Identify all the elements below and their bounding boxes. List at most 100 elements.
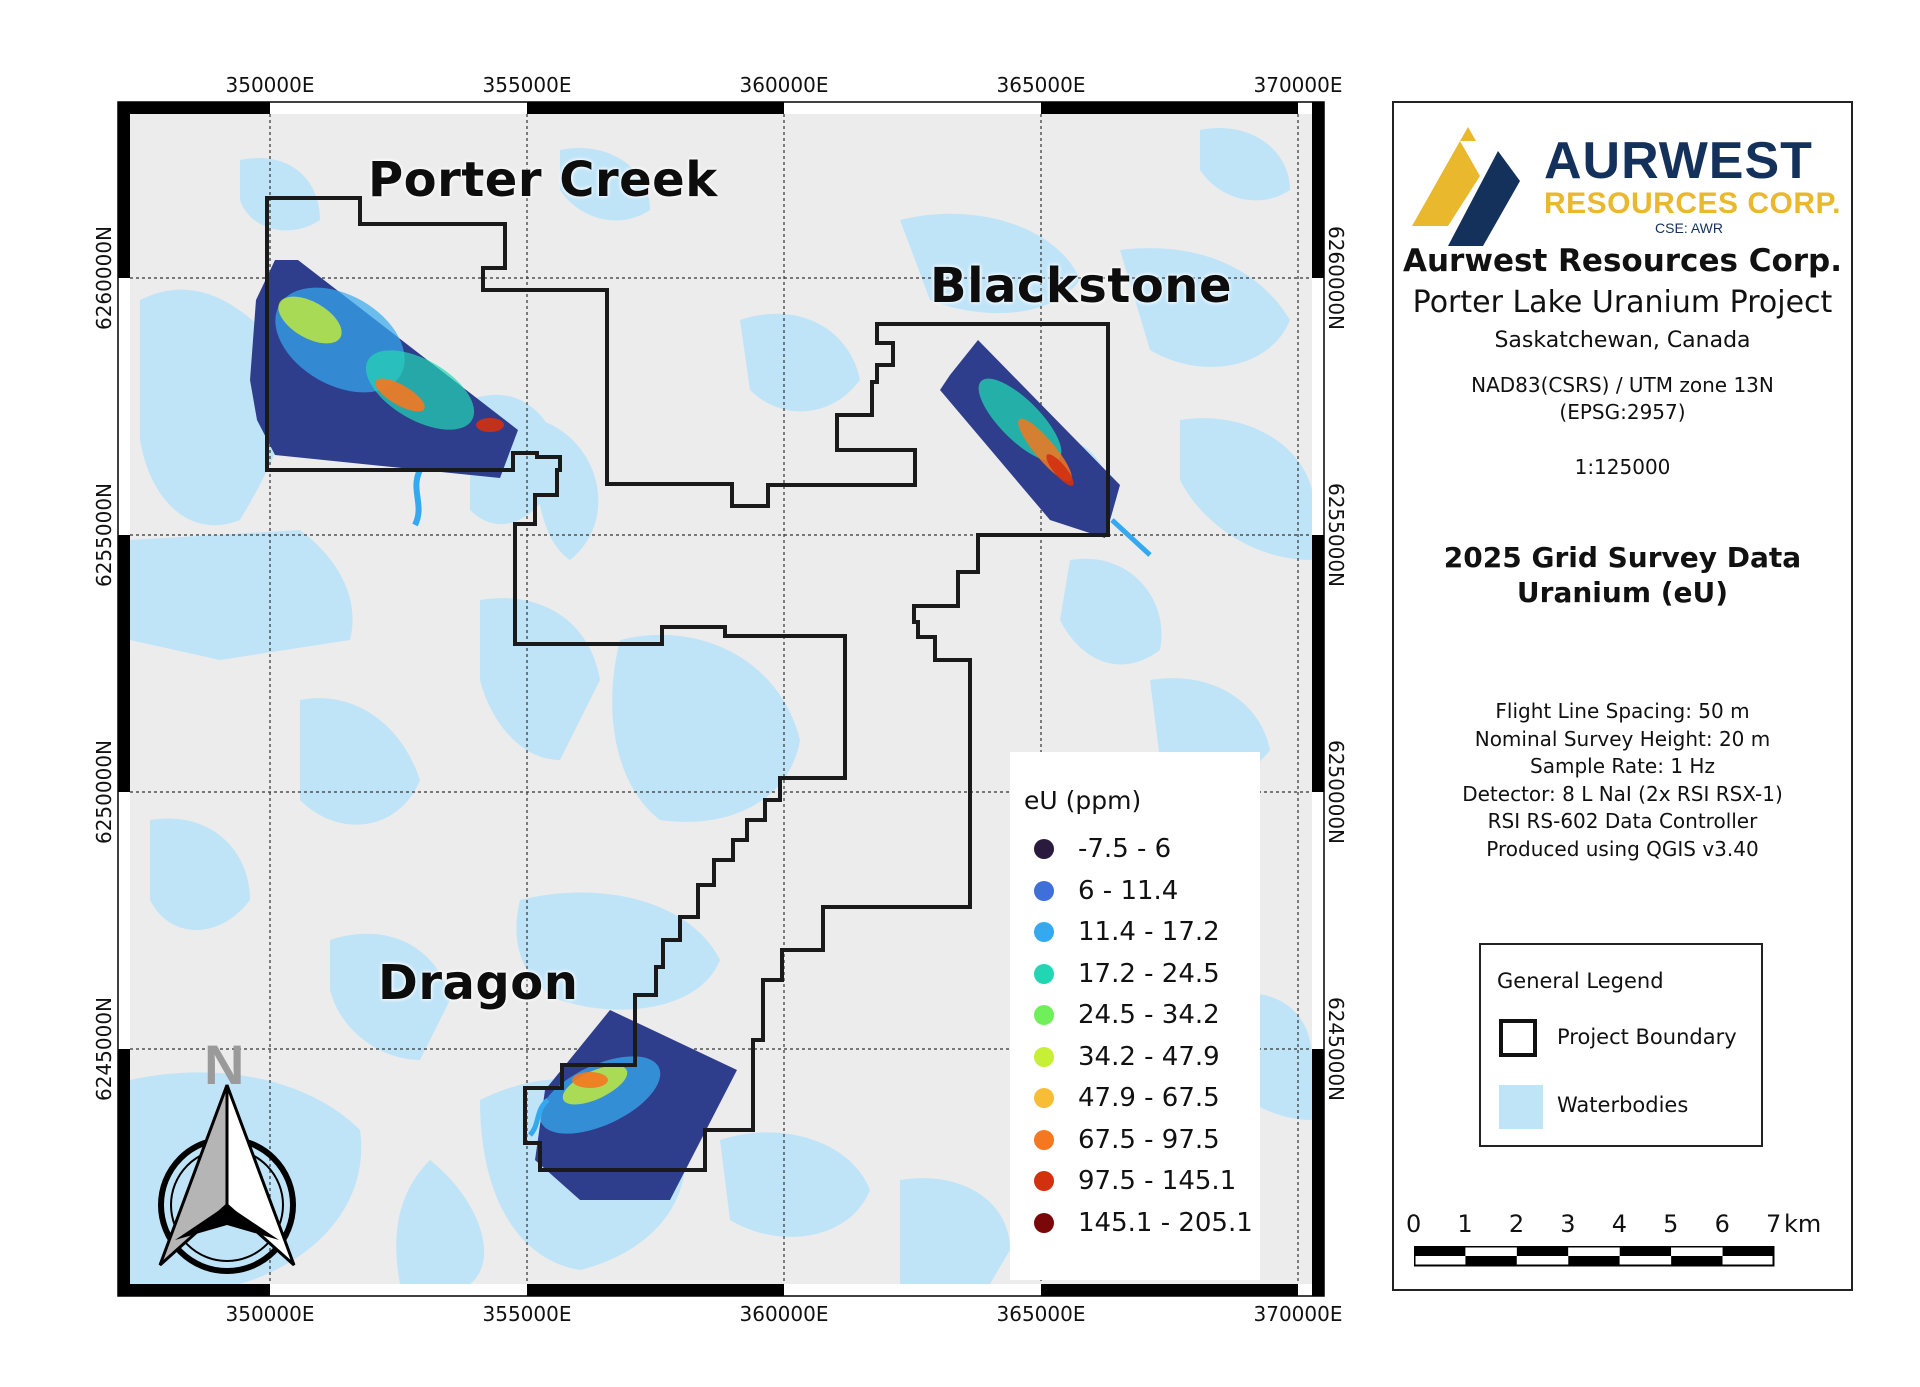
logo-ticker: CSE: AWR: [1655, 220, 1723, 236]
survey-title-1: 2025 Grid Survey Data: [1443, 541, 1802, 574]
scale-label: 1: [1457, 1210, 1473, 1238]
area-label-porter-creek: Porter Creek: [368, 152, 718, 208]
scale-segment: [1722, 1256, 1774, 1266]
eu-color-swatch: [1034, 1212, 1054, 1233]
x-tick-bottom-1: 350000E: [225, 1302, 315, 1326]
survey-grid-blackstone: [940, 340, 1152, 557]
water-label: Waterbodies: [1557, 1093, 1689, 1117]
project-name: Porter Lake Uranium Project: [1412, 285, 1833, 320]
water-swatch: [1499, 1085, 1543, 1129]
eu-legend-label: 24.5 - 34.2: [1078, 1000, 1220, 1030]
y-tick-left-3: 6250000N: [92, 739, 116, 845]
eu-legend-item: 24.5 - 34.2: [1034, 995, 1220, 1035]
eu-color-swatch: [1034, 963, 1054, 984]
eu-color-swatch: [1034, 1129, 1054, 1150]
x-tick-top-1: 350000E: [225, 73, 315, 97]
eu-legend-item: 17.2 - 24.5: [1034, 954, 1220, 994]
eu-legend-label: 11.4 - 17.2: [1078, 917, 1220, 947]
scale-segment: [1414, 1246, 1466, 1256]
survey-title-2: Uranium (eU): [1516, 576, 1729, 609]
scale-segment: [1568, 1256, 1620, 1266]
general-legend: General Legend Project Boundary Waterbod…: [1479, 943, 1763, 1147]
scale-segment: [1465, 1246, 1517, 1256]
eu-color-swatch: [1034, 880, 1054, 901]
x-tick-bottom-2: 355000E: [482, 1302, 572, 1326]
eu-legend-label: 47.9 - 67.5: [1078, 1083, 1220, 1113]
area-label-dragon: Dragon: [378, 955, 579, 1011]
eu-legend-item: 47.9 - 67.5: [1034, 1078, 1220, 1118]
y-tick-right-1: 6260000N: [1324, 225, 1348, 331]
scale-label: 3: [1560, 1210, 1576, 1238]
x-tick-top-5: 370000E: [1253, 73, 1343, 97]
x-tick-bottom-5: 370000E: [1253, 1302, 1343, 1326]
info-panel: AURWEST RESOURCES CORP. CSE: AWR Aurwest…: [1392, 101, 1853, 1291]
scale-segment: [1414, 1256, 1466, 1266]
scale-unit: km: [1784, 1210, 1822, 1238]
scale-bar-graphic: [1414, 1246, 1775, 1267]
spec-line: Produced using QGIS v3.40: [1486, 836, 1759, 861]
north-label: N: [204, 1033, 245, 1096]
eu-legend-label: 145.1 - 205.1: [1078, 1207, 1253, 1238]
eu-color-swatch: [1034, 1046, 1054, 1067]
y-tick-left-1: 6260000N: [92, 225, 116, 331]
scale-label: 6: [1714, 1210, 1730, 1238]
spec-line: RSI RS-602 Data Controller: [1487, 809, 1758, 833]
eu-color-swatch: [1034, 839, 1054, 859]
north-arrow-icon: [158, 1084, 296, 1274]
eu-legend-label: 67.5 - 97.5: [1078, 1124, 1220, 1155]
scale-label: 7: [1766, 1210, 1782, 1238]
scale-segment: [1516, 1246, 1569, 1256]
map-frame: [117, 101, 1325, 1297]
y-tick-left-2: 6255000N: [92, 482, 116, 588]
x-tick-top-2: 355000E: [482, 73, 572, 97]
scale-segment: [1516, 1256, 1569, 1266]
company-name: Aurwest Resources Corp.: [1402, 243, 1843, 279]
eu-legend-label: 34.2 - 47.9: [1078, 1041, 1220, 1072]
y-tick-right-2: 6255000N: [1324, 482, 1348, 588]
x-tick-top-4: 365000E: [996, 73, 1086, 97]
survey-grid-porter-creek: [250, 260, 518, 527]
scale-segment: [1671, 1246, 1723, 1256]
x-tick-top-3: 360000E: [739, 73, 829, 97]
spec-line: Sample Rate: 1 Hz: [1530, 754, 1715, 778]
crs-line-1: NAD83(CSRS) / UTM zone 13N: [1471, 373, 1774, 397]
eu-legend-item: 6 - 11.4: [1034, 871, 1178, 911]
eu-color-swatch: [1034, 922, 1054, 942]
survey-grid-dragon: [528, 1010, 737, 1200]
project-boundary: [265, 196, 1110, 1172]
location: Saskatchewan, Canada: [1494, 328, 1751, 353]
scale-segment: [1671, 1256, 1723, 1266]
eu-legend-item: 145.1 - 205.1: [1034, 1203, 1253, 1243]
eu-legend-item: -7.5 - 6: [1034, 829, 1171, 869]
eu-color-swatch: [1034, 1005, 1054, 1025]
y-tick-left-4: 6245000N: [92, 996, 116, 1102]
x-tick-bottom-4: 365000E: [996, 1302, 1086, 1326]
scale-segment: [1465, 1256, 1517, 1266]
crs-line-2: (EPSG:2957): [1559, 400, 1686, 424]
y-tick-right-3: 6250000N: [1324, 739, 1348, 845]
scale-label: 2: [1508, 1210, 1525, 1238]
scale-segment: [1722, 1246, 1774, 1256]
logo-subword: RESOURCES CORP.: [1544, 187, 1842, 220]
spec-line: Nominal Survey Height: 20 m: [1474, 726, 1771, 751]
area-label-blackstone: Blackstone: [930, 258, 1233, 314]
eu-legend-item: 34.2 - 47.9: [1034, 1037, 1220, 1077]
scale-label: 0: [1406, 1210, 1422, 1238]
eu-color-swatch: [1034, 1171, 1054, 1191]
eu-legend-label: -7.5 - 6: [1078, 834, 1172, 864]
eu-legend-label: 97.5 - 145.1: [1078, 1166, 1237, 1196]
boundary-swatch: [1499, 1019, 1537, 1057]
scale-segment: [1619, 1256, 1672, 1266]
eu-legend-item: 11.4 - 17.2: [1034, 912, 1220, 952]
general-legend-title: General Legend: [1497, 969, 1664, 993]
logo-mountain-icon: [1412, 127, 1520, 246]
scale-label: 5: [1663, 1210, 1679, 1238]
eu-legend-label: 17.2 - 24.5: [1078, 958, 1220, 989]
boundary-label: Project Boundary: [1557, 1025, 1737, 1049]
spec-line: Flight Line Spacing: 50 m: [1495, 699, 1750, 723]
spec-line: Detector: 8 L NaI (2x RSI RSX-1): [1462, 781, 1783, 806]
scale-label: 4: [1611, 1210, 1627, 1238]
